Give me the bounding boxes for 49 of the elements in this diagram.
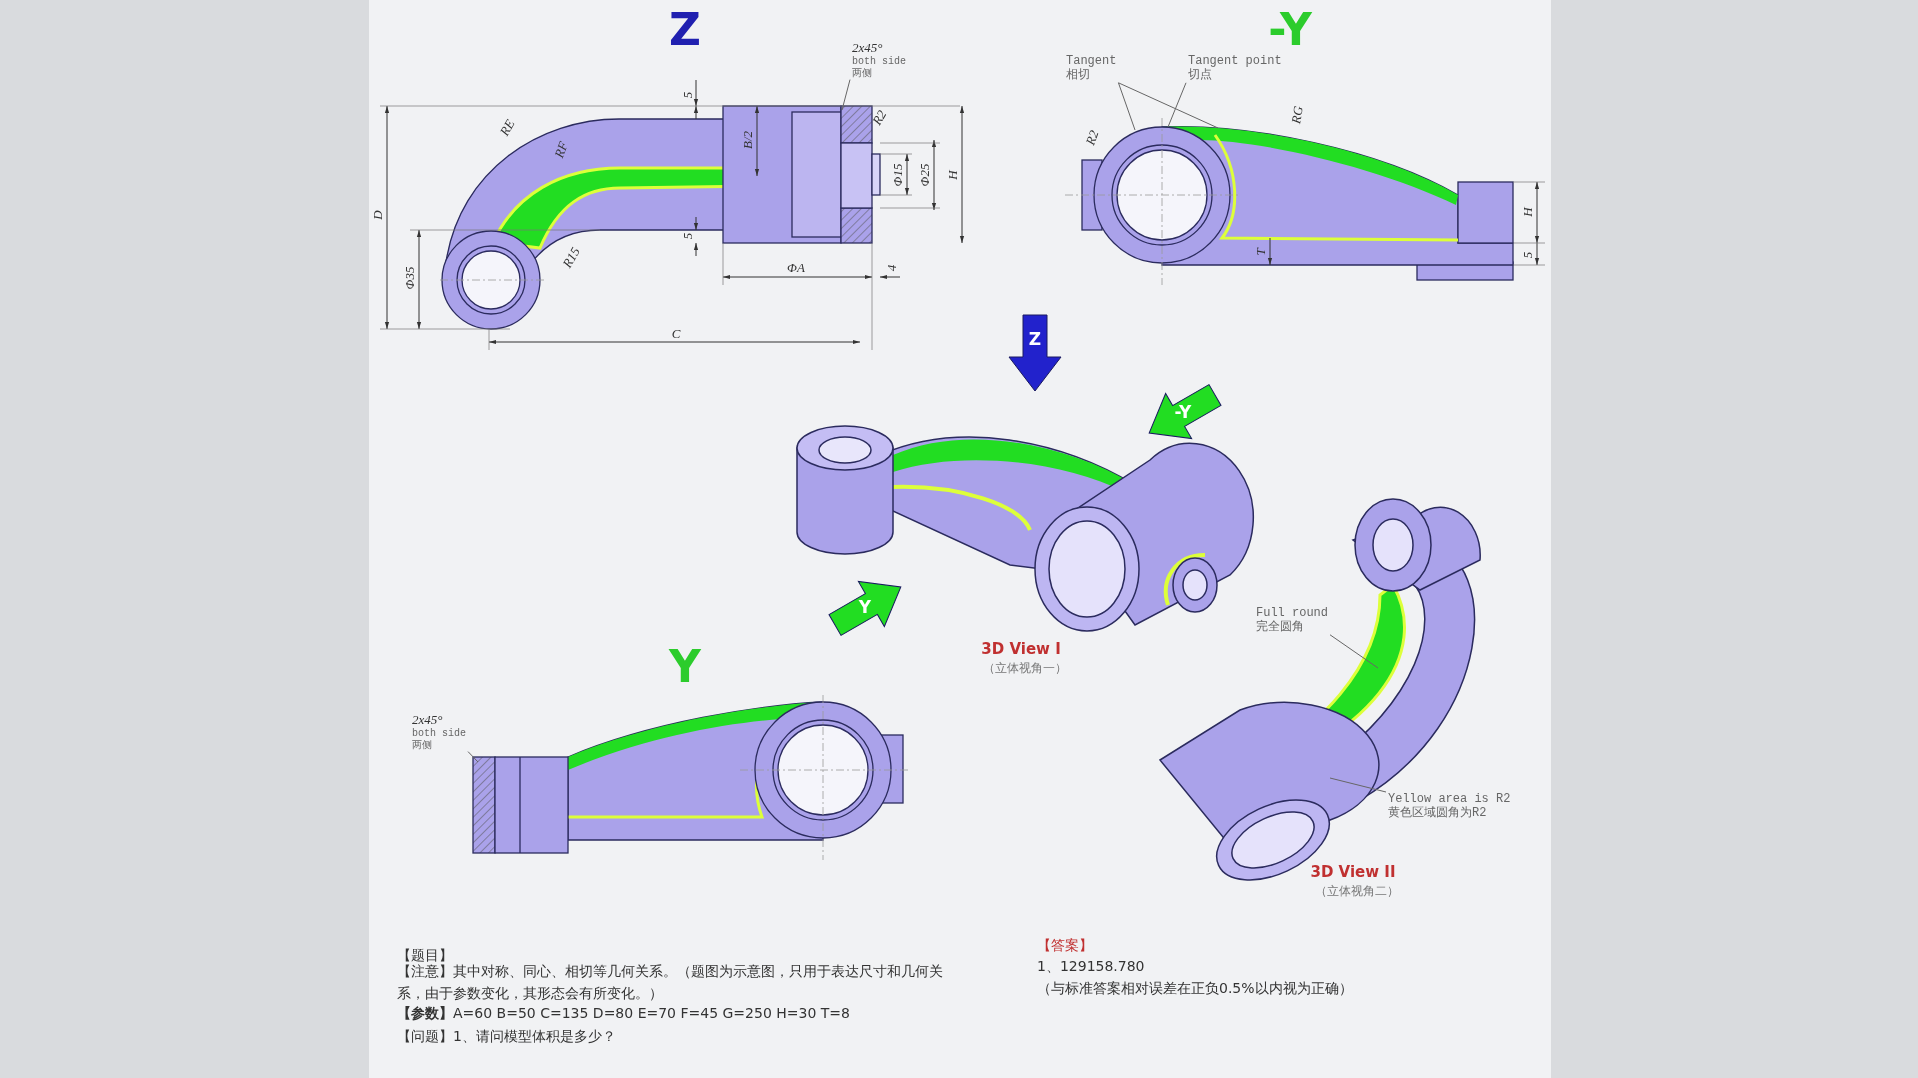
view-caption: 3D View II [1310,864,1396,882]
callout-text: 2x45° both side 两侧 [412,712,466,752]
dimension-label: R15 [560,245,584,271]
dimension-label: D [370,210,386,220]
dimension-label: H [945,170,961,180]
view-caption: （立体视角二） [1315,885,1399,899]
callout-text: Tangent point 切点 [1188,54,1282,83]
note-paragraph: 【注意】其中对称、同心、相切等几何关系。（题图为示意图，只用于表达尺寸和几何关系，由于参数变化，其形态会有所变化。） [397,962,944,1003]
view-title: Y [669,641,701,693]
dimension-label: R2 [1083,128,1103,148]
callout-text: Full round 完全圆角 [1256,606,1328,635]
leader-line [1117,82,1219,129]
dimension-label: RG [1289,105,1307,125]
dimension-label: H [1520,207,1536,217]
dimension-label: C [671,326,681,342]
leader-line [1167,82,1187,128]
dimension-label: T [1253,248,1269,256]
dimension-label: Φ25 [917,163,933,187]
dimension-label: Φ15 [890,163,906,187]
dimension-label: 5 [680,91,696,99]
dimension-label: R2 [869,108,891,128]
answer-note: （与标准答案相对误差在正负0.5%以内视为正确） [1037,980,1353,997]
view-title: Z [669,4,701,56]
leader-line [1117,82,1136,131]
dimension-label: 4 [884,264,900,272]
question-heading: 【题目】 [397,947,453,964]
arrow-letter: -Y [1174,403,1192,423]
callout-text: Tangent 相切 [1066,54,1117,83]
view-caption: （立体视角一） [983,662,1067,676]
dimension-label: 5 [1520,251,1536,259]
dimension-label: 5 [680,232,696,240]
leader-line [841,79,851,111]
arrow-letter: Y [858,598,872,618]
question-line: 【问题】1、请问模型体积是多少？ [397,1028,616,1045]
dimension-label: ΦA [787,260,805,276]
leader-line [467,751,479,763]
view-caption: 3D View I [981,641,1061,659]
dimension-label: Φ35 [402,266,418,290]
callout-text: Yellow area is R2 黄色区域圆角为R2 [1388,792,1511,821]
answer-value: 1、129158.780 [1037,958,1145,975]
parameter-line: 【参数】A=60 B=50 C=135 D=80 E=70 F=45 G=250 H=30 T=8 [397,1005,850,1022]
dimension-label: B/2 [740,130,756,150]
answer-heading: 【答案】 [1037,937,1093,954]
callout-text: 2x45° both side 两侧 [852,40,906,80]
dimension-label: RE [497,117,519,139]
leader-line [1329,634,1379,669]
view-title: -Y [1268,4,1312,55]
dimension-label: RF [552,140,572,160]
arrow-letter: Z [1028,330,1042,350]
